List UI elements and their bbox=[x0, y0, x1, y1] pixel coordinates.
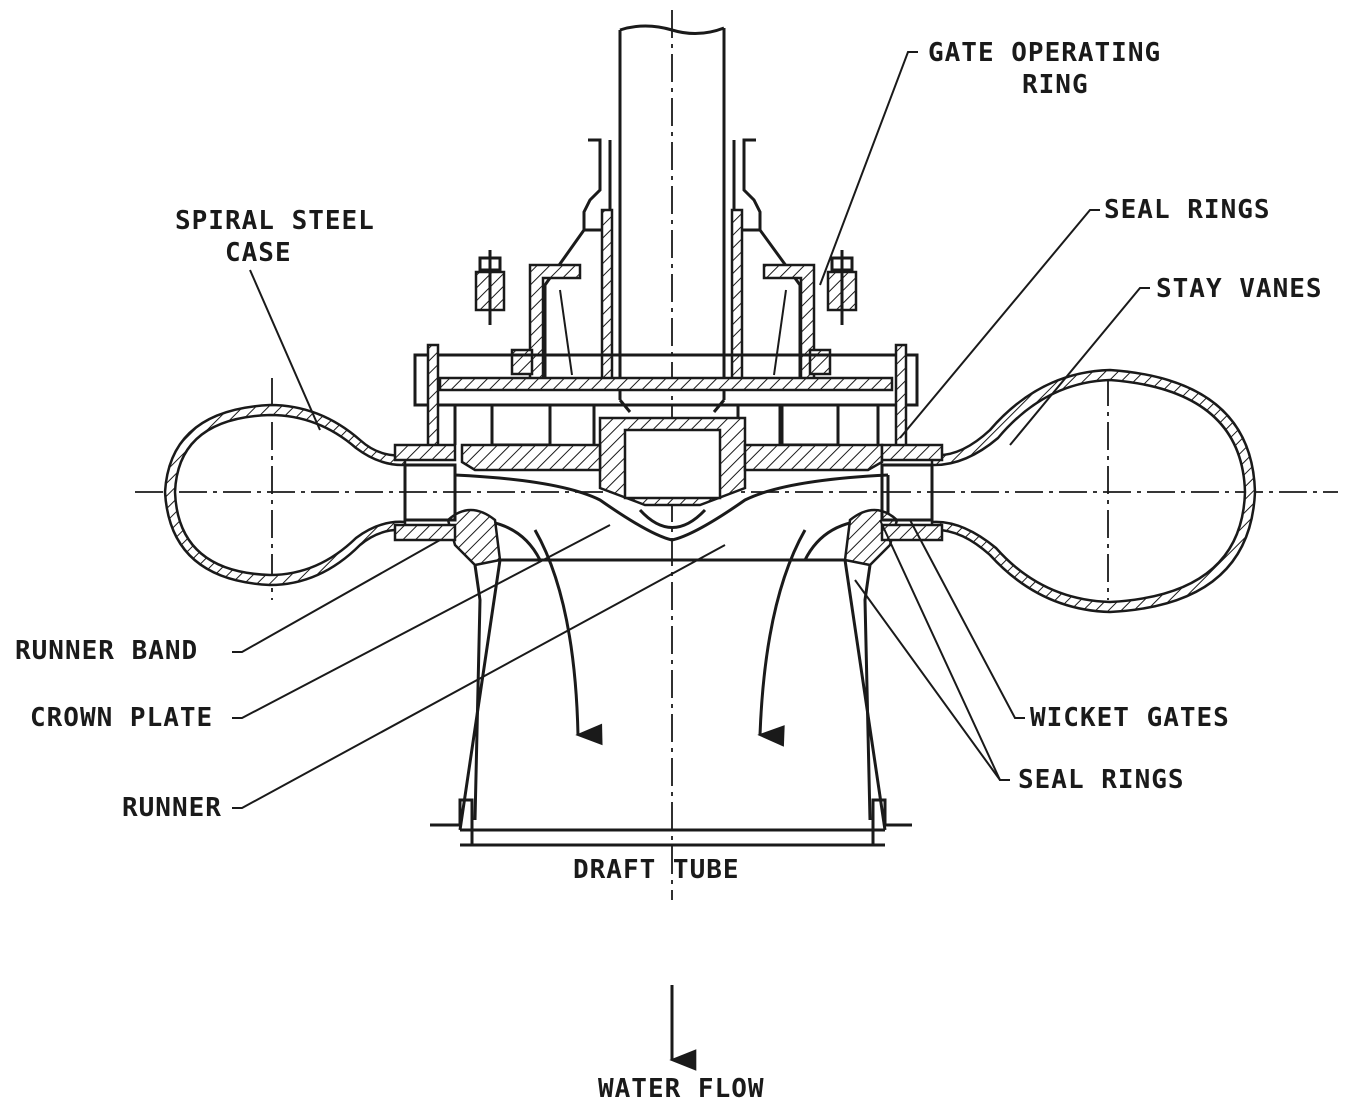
label-gate-operating-ring-line2: RING bbox=[1022, 70, 1089, 100]
label-draft-tube: DRAFT TUBE bbox=[573, 855, 740, 885]
label-seal-rings-bottom: SEAL RINGS bbox=[1018, 765, 1185, 795]
label-stay-vanes: STAY VANES bbox=[1156, 274, 1323, 304]
label-runner: RUNNER bbox=[122, 793, 222, 823]
label-wicket-gates: WICKET GATES bbox=[1030, 703, 1230, 733]
spiral-case-left bbox=[163, 403, 457, 587]
label-water-flow: WATER FLOW bbox=[598, 1074, 765, 1104]
draft-tube bbox=[430, 559, 912, 847]
spiral-case-right bbox=[880, 368, 1257, 614]
leader-lines bbox=[232, 51, 1150, 809]
turbine-shaft bbox=[618, 24, 726, 413]
label-spiral-steel-case-line1: SPIRAL STEEL bbox=[175, 206, 375, 236]
gate-operating-ring-bolts bbox=[474, 250, 858, 376]
label-seal-rings-top: SEAL RINGS bbox=[1104, 195, 1271, 225]
label-gate-operating-ring-line1: GATE OPERATING bbox=[928, 38, 1162, 68]
internal-flow-arrows bbox=[533, 529, 807, 747]
head-cover bbox=[413, 343, 919, 462]
label-runner-band: RUNNER BAND bbox=[15, 636, 199, 666]
label-spiral-steel-case-line2: CASE bbox=[225, 238, 292, 268]
runner-hub bbox=[460, 416, 884, 529]
label-crown-plate: CROWN PLATE bbox=[30, 703, 214, 733]
